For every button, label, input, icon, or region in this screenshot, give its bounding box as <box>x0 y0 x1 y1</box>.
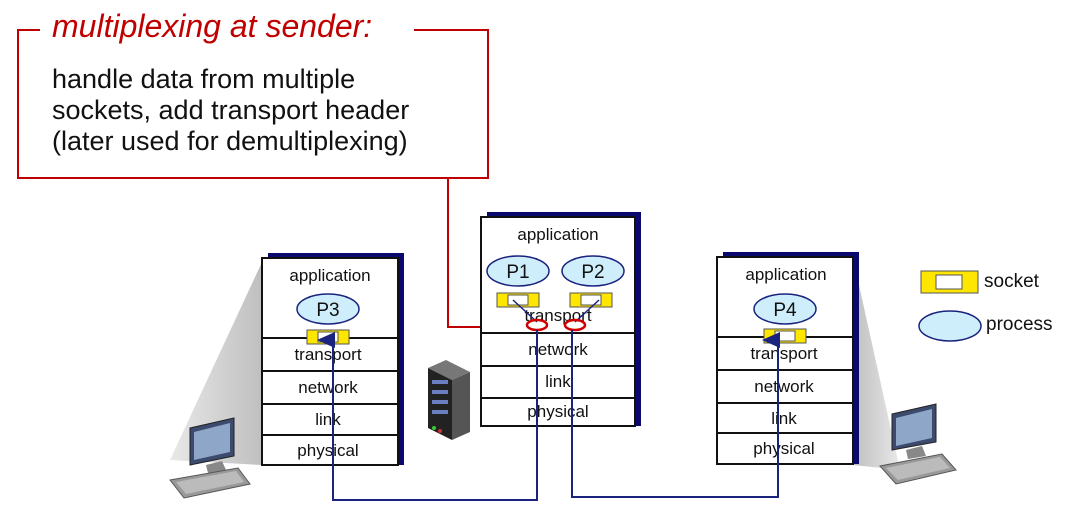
computer-right-icon <box>879 403 957 485</box>
legend-socket-label: socket <box>984 271 1039 292</box>
left-layer-physical: physical <box>297 441 358 460</box>
process-p4: P4 <box>753 293 817 325</box>
process-p1: P1 <box>486 255 550 287</box>
svg-text:P3: P3 <box>316 300 339 321</box>
left-layer-network: network <box>298 378 358 397</box>
socket-left <box>306 329 350 345</box>
middle-layer-application: application <box>517 225 598 244</box>
middle-host-stack <box>480 212 641 427</box>
callout-line: sockets, add transport header <box>52 95 410 125</box>
left-layer-link: link <box>315 410 341 429</box>
right-layer-application: application <box>745 265 826 284</box>
right-host-stack <box>716 252 859 465</box>
legend-socket-icon <box>920 270 979 294</box>
computer-left-icon <box>169 417 251 499</box>
process-p3: P3 <box>296 293 360 325</box>
middle-layer-network: network <box>528 340 588 359</box>
left-layer-application: application <box>289 266 370 285</box>
right-layer-transport: transport <box>750 344 817 363</box>
right-layer-network: network <box>754 377 814 396</box>
path-to-p3 <box>317 330 538 501</box>
left-host-stack <box>261 253 404 466</box>
svg-text:P1: P1 <box>506 262 529 283</box>
middle-layer-link: link <box>545 372 571 391</box>
svg-text:P4: P4 <box>773 300 797 321</box>
legend-process-icon <box>918 310 982 342</box>
middle-layer-physical: physical <box>527 402 588 421</box>
right-layer-physical: physical <box>753 439 814 458</box>
server-icon <box>428 360 470 440</box>
socket-p1 <box>496 292 540 308</box>
mux-lines <box>512 299 600 323</box>
callout-body: handle data from multiple sockets, add t… <box>52 64 409 157</box>
socket-right <box>763 328 807 344</box>
callout-line: handle data from multiple <box>52 64 356 94</box>
callout-box <box>17 29 489 179</box>
socket-p2 <box>569 292 613 308</box>
right-layer-link: link <box>771 409 797 428</box>
left-layer-transport: transport <box>294 345 361 364</box>
callout-title: multiplexing at sender: <box>46 8 379 45</box>
svg-text:P2: P2 <box>581 262 604 283</box>
process-p2: P2 <box>561 255 625 287</box>
callout-line: (later used for demultiplexing) <box>52 126 408 156</box>
mux-point-2 <box>563 318 587 332</box>
path-to-p4 <box>571 330 780 498</box>
legend-process-label: process <box>986 314 1053 335</box>
